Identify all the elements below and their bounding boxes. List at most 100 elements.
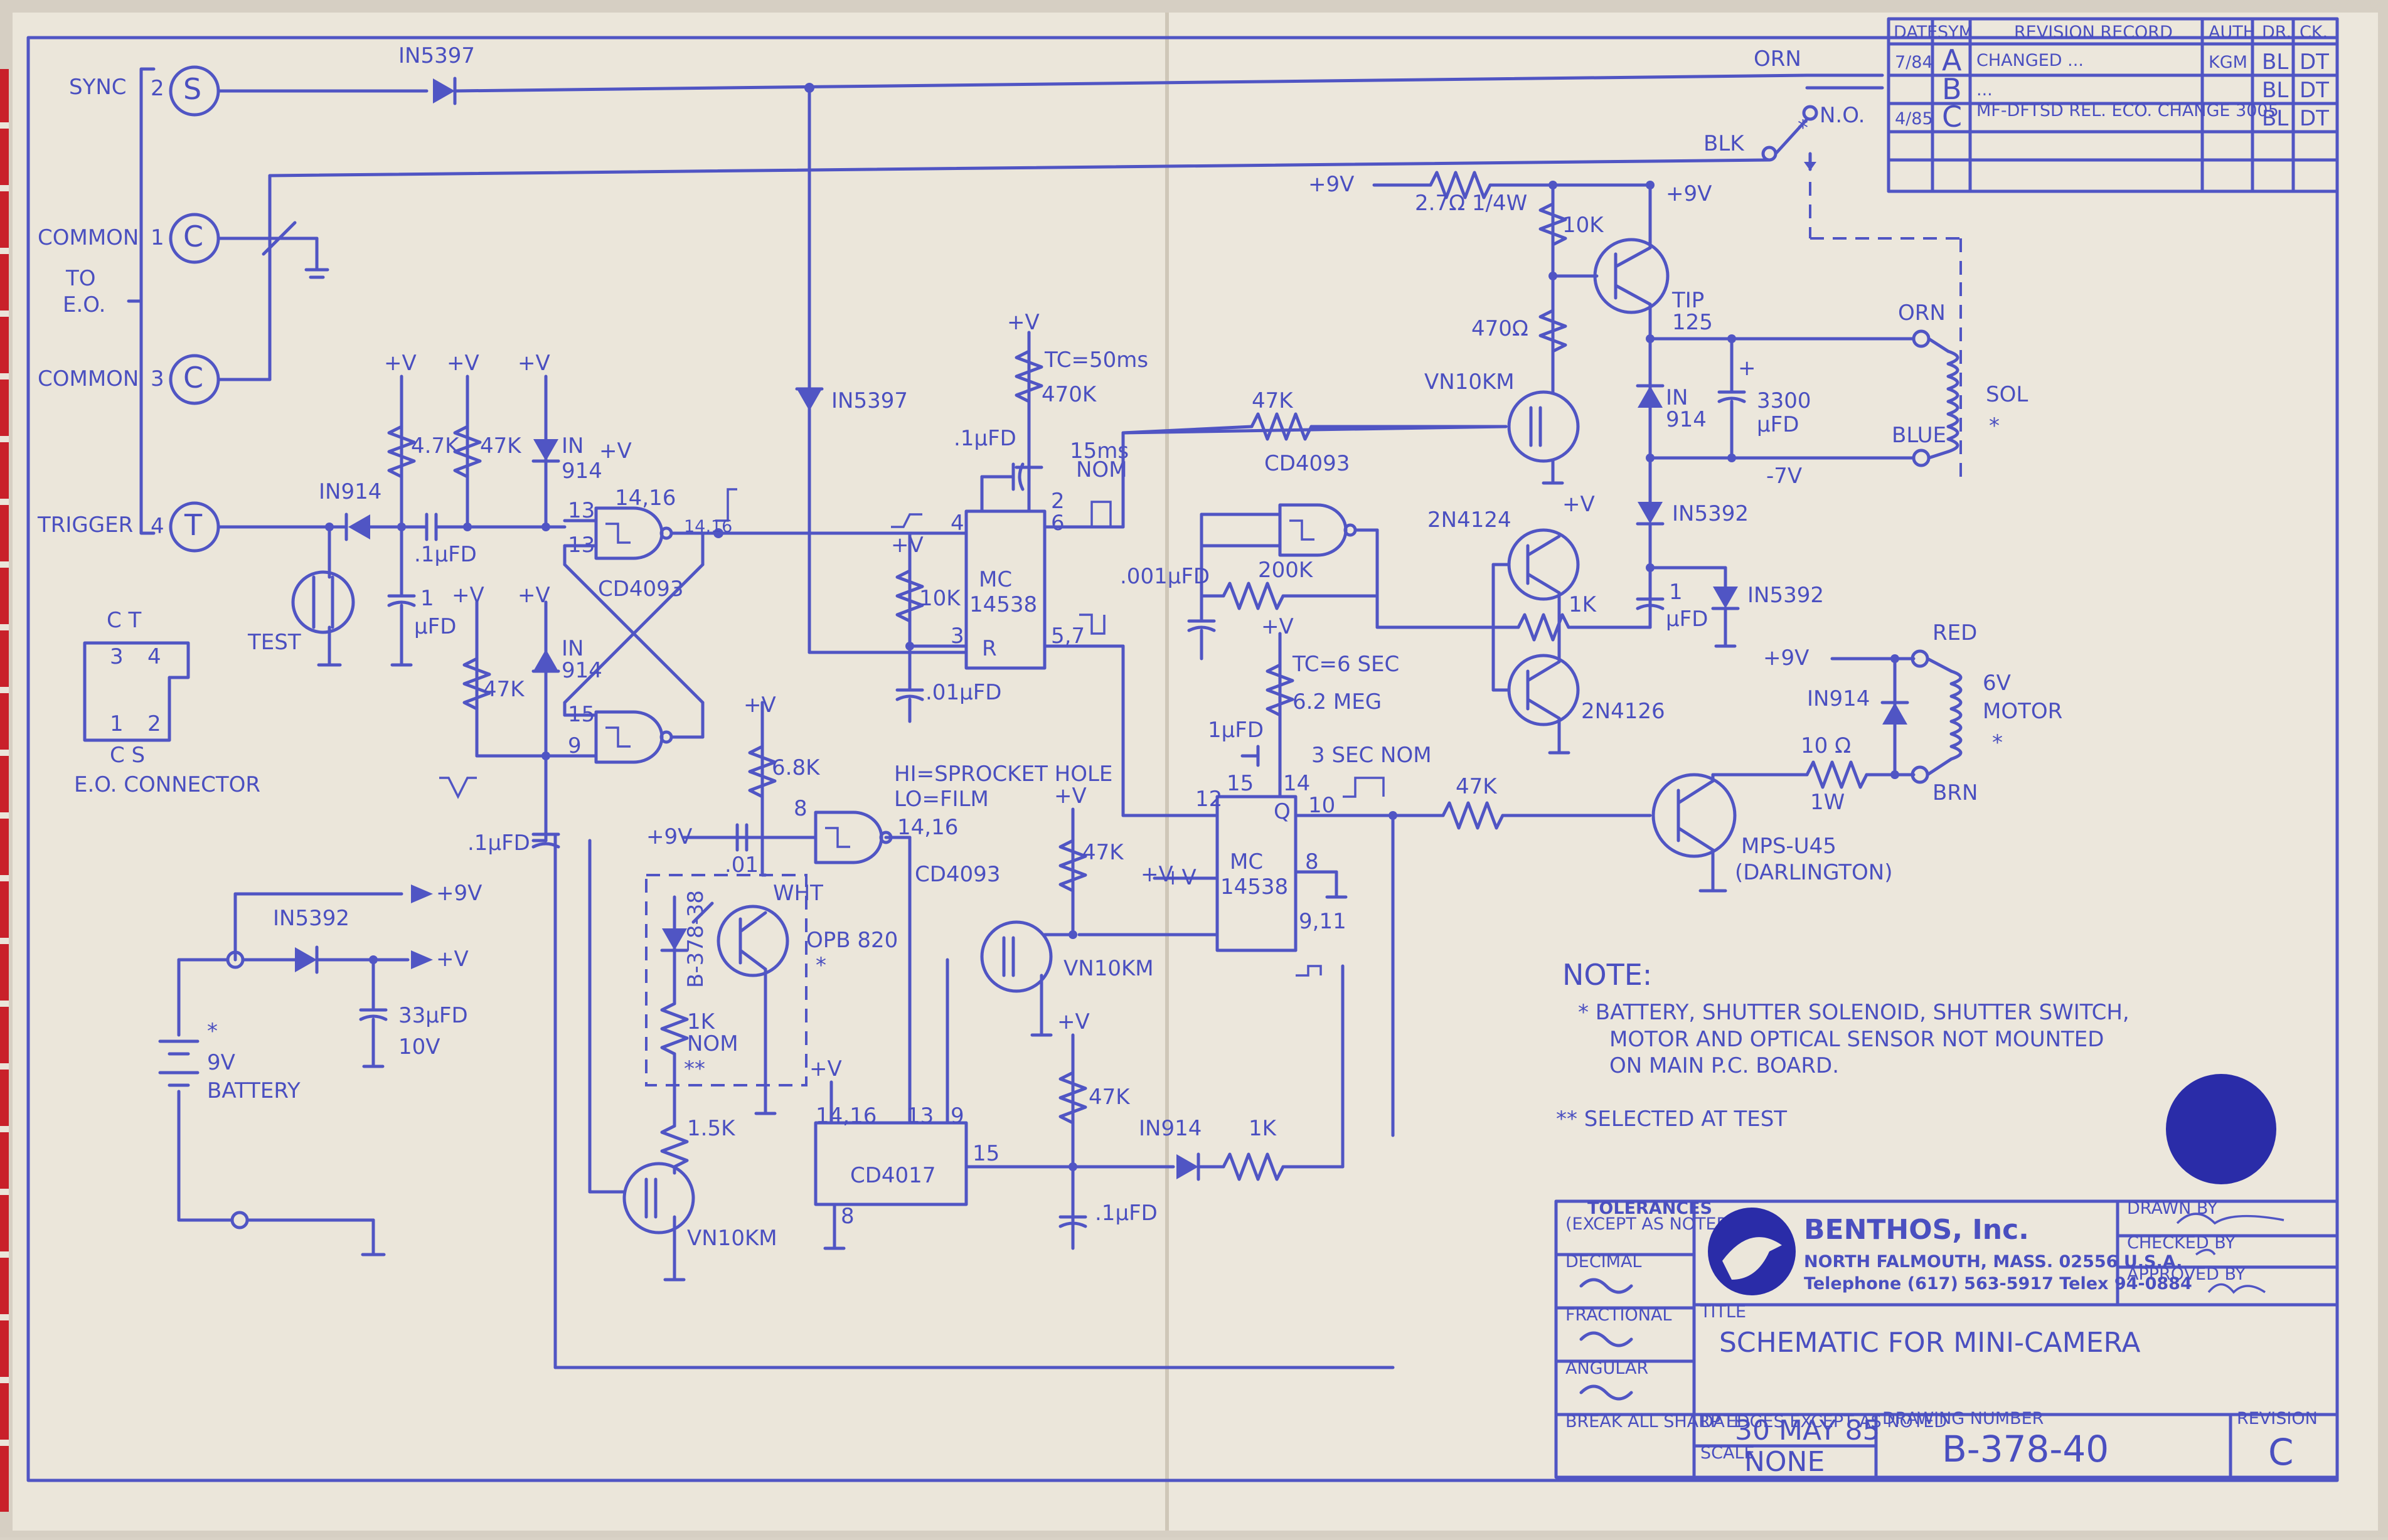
cd4017-p1416: 14,16 <box>816 1103 877 1128</box>
mc-a-pin-r: R <box>982 636 997 661</box>
rev-b-ck: DT <box>2300 78 2329 103</box>
vn10km-c <box>1507 390 1580 463</box>
label-stars: ** <box>684 1056 705 1081</box>
label-in914-a2: 914 <box>562 459 602 484</box>
rev-h-ck: CK. <box>2300 23 2328 42</box>
plusv-12: +V <box>809 1056 842 1081</box>
mc-b-pin15: 15 <box>1227 771 1254 796</box>
label-sync: SYNC <box>69 75 127 100</box>
battery-9v: 9V <box>207 1050 235 1075</box>
label-plus9v-top: +9V <box>1308 172 1354 197</box>
label-r470k: 470K <box>1042 382 1097 407</box>
label-nom15-b: NOM <box>1076 457 1127 482</box>
conn-title: E.O. CONNECTOR <box>74 772 260 797</box>
mc-b-pin8: 8 <box>1305 849 1319 874</box>
pin-14: 14,16 <box>615 486 676 511</box>
plusv-9: +V <box>1261 614 1294 639</box>
rev-h-auth: AUTH <box>2209 23 2256 42</box>
mc-a-pin6: 6 <box>1051 511 1065 536</box>
rev-a-dr: BL <box>2262 50 2288 75</box>
rev-b-sym: B <box>1942 72 1962 106</box>
gate-cd4093-a: 13 13 14,16 CD4093 14,16 <box>563 486 968 717</box>
mc-a-pin57: 5,7 <box>1051 624 1085 649</box>
label-motor: MOTOR <box>1983 699 2062 724</box>
label-r1k-nom-b: NOM <box>687 1031 738 1056</box>
pin-8: 8 <box>794 796 808 821</box>
label-cd4093-d: CD4093 <box>915 862 1000 887</box>
rev-a-auth: KGM <box>2209 53 2247 72</box>
label-in914-trig: IN914 <box>319 479 381 504</box>
label-in5392-b: IN5392 <box>1747 583 1824 608</box>
shutter-switch: ORN BLK N.O. * <box>1703 46 1962 282</box>
rev-a-sym: A <box>1942 43 1962 77</box>
label-nom15-a: 15ms <box>1070 438 1129 464</box>
note-line4: ** SELECTED AT TEST <box>1556 1107 1787 1132</box>
label-in5397-mid: IN5397 <box>831 388 908 413</box>
mc-b-pin911: 9,11 <box>1299 909 1346 934</box>
label-plusv-bat: +V <box>436 947 469 972</box>
label-r47k-mid: 47K <box>1082 840 1124 865</box>
label-orn-top: ORN <box>1754 46 1801 72</box>
plusv-11: +V <box>744 693 776 718</box>
label-cap-mc: .1µFD <box>954 426 1016 451</box>
label-cap-right2: µFD <box>1666 607 1708 632</box>
note-line2: MOTOR AND OPTICAL SENSOR NOT MOUNTED <box>1609 1027 2104 1052</box>
label-in5397-top: IN5397 <box>398 43 475 68</box>
label-cap-right: 1 <box>1669 580 1683 605</box>
rev-a-date: 7/84 <box>1895 53 1933 72</box>
mc-a-pin3: 3 <box>951 624 964 649</box>
motor-circuit: +9V IN914 RED BRN 6V MOTOR * <box>1763 620 2062 805</box>
pin-3: 3 <box>151 366 164 391</box>
label-r1k-right: 1K <box>1569 592 1597 617</box>
note-title: NOTE: <box>1562 958 1652 992</box>
conn-3: 3 <box>110 644 124 669</box>
label-r68k: 6.8K <box>772 755 821 780</box>
revision-block: DATE SYM REVISION RECORD AUTH DR. CK. 7/… <box>1887 17 2339 193</box>
label-cap-a: .1µFD <box>414 542 477 567</box>
label-r47k-mid2: 47K <box>1089 1085 1131 1110</box>
label-in914-bot: IN914 <box>1139 1116 1202 1141</box>
rev-c-dr: BL <box>2262 106 2288 131</box>
pin-6: 9 <box>568 733 582 758</box>
plusv-6: +V <box>452 583 484 608</box>
label-cap-001: .001µFD <box>1120 564 1210 589</box>
plusv-16: +V <box>1562 492 1595 517</box>
label-r200k: 200K <box>1258 558 1314 583</box>
rev-b-dr: BL <box>2262 78 2288 103</box>
signature-checked <box>2195 1248 2216 1256</box>
pin-2: 2 <box>151 76 164 101</box>
label-cap-opt: .01 <box>725 852 759 878</box>
plusv-13: +V <box>1054 783 1087 809</box>
label-opb820: OPB 820 <box>806 928 898 953</box>
tip125 <box>1593 238 1670 314</box>
mc-b-pin14: 14 <box>1283 771 1310 796</box>
label-mps-b: (DARLINGTON) <box>1735 860 1893 885</box>
plusv-8: +V <box>891 533 924 558</box>
note-line3: ON MAIN P.C. BOARD. <box>1609 1053 1839 1078</box>
label-test: TEST <box>247 630 301 655</box>
connector-outline <box>83 641 190 742</box>
mc-b-pin10: 10 <box>1308 793 1335 818</box>
cd4017-p8: 8 <box>841 1204 855 1229</box>
label-r10k-top: 10K <box>1562 213 1604 238</box>
label-cap-33v: 10V <box>398 1034 440 1059</box>
label-motor-star: * <box>1992 730 2003 755</box>
label-sprocket2: LO=FILM <box>894 787 989 812</box>
label-in914-b: IN <box>562 636 584 661</box>
label-opb-star: * <box>816 953 826 978</box>
rev-h-dr: DR. <box>2262 23 2291 42</box>
tb-break: BREAK ALL SHARP EDGES EXCEPT AS NOTED <box>1565 1412 1947 1431</box>
label-tc50: TC=50ms <box>1044 348 1148 373</box>
tb-revision-label: REVISION <box>2237 1409 2318 1428</box>
plusv-2: +V <box>447 351 479 376</box>
sync-line: IN5397 IN5397 <box>216 43 1809 654</box>
rev-c-ck: DT <box>2300 106 2329 131</box>
sym-s: S <box>183 72 201 106</box>
label-minus7v: -7V <box>1766 464 1802 489</box>
tb-scale: NONE <box>1744 1446 1825 1478</box>
ic-mc14538-b: Q MC 14538 12 15 14 10 8 9,11 +V TC=6 SE… <box>1077 614 1432 1137</box>
tb-tolerances: TOLERANCES <box>1587 1199 1712 1218</box>
tb-decimal: DECIMAL <box>1565 1252 1641 1272</box>
label-no: N.O. <box>1820 103 1865 128</box>
label-cap3300-a: 3300 <box>1757 388 1811 413</box>
